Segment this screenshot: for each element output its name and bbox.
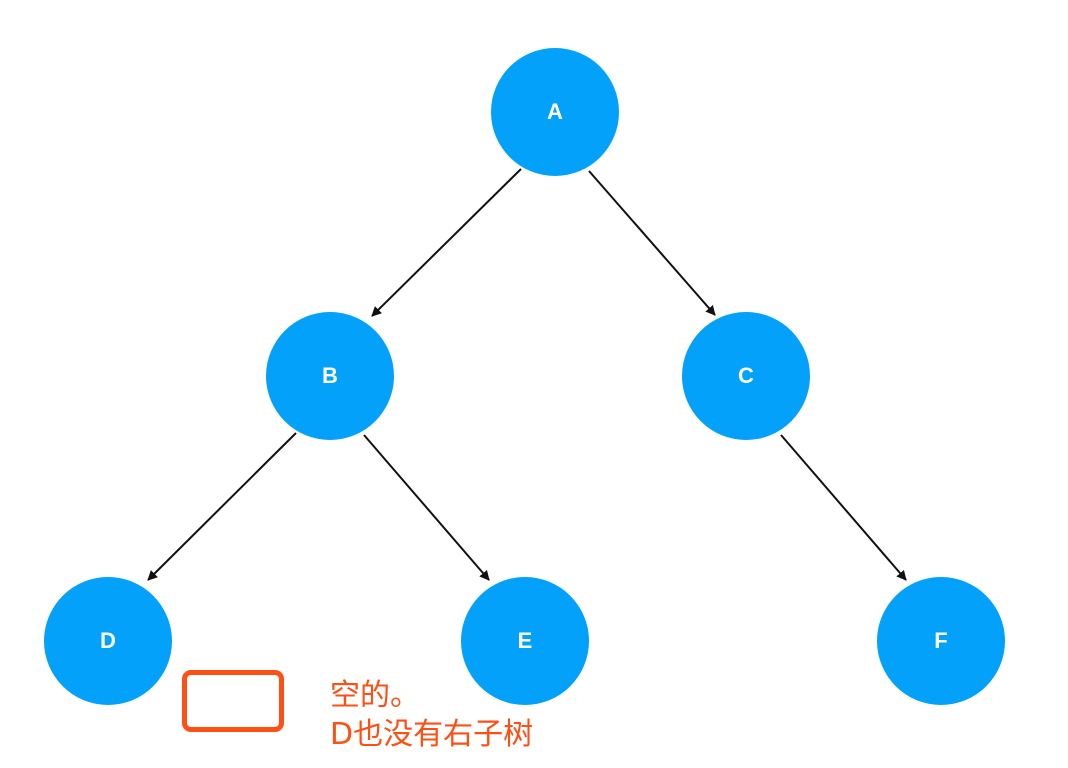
tree-node-c-label: C	[738, 363, 754, 388]
annotation-line-1: 空的。	[330, 678, 420, 713]
tree-node-d: D	[44, 577, 172, 705]
tree-node-a-label: A	[547, 99, 563, 124]
tree-node-f: F	[877, 577, 1005, 705]
tree-node-b: B	[266, 312, 394, 440]
edge-a-c	[588, 170, 716, 316]
tree-node-d-label: D	[100, 628, 116, 653]
tree-node-f-label: F	[934, 628, 948, 653]
tree-node-e-label: E	[517, 628, 533, 653]
tree-node-c: C	[682, 312, 810, 440]
tree-node-b-label: B	[322, 363, 338, 388]
edge-c-f	[780, 434, 907, 581]
tree-node-a: A	[491, 48, 619, 176]
empty-right-subtree-box	[182, 670, 284, 732]
edge-b-e	[363, 434, 490, 581]
empty-subtree-annotation: 空的。 D也没有右子树	[330, 676, 533, 754]
edge-a-b	[371, 168, 522, 317]
annotation-line-2: D也没有右子树	[330, 717, 534, 752]
tree-node-e: E	[461, 577, 589, 705]
edge-b-d	[147, 432, 297, 581]
